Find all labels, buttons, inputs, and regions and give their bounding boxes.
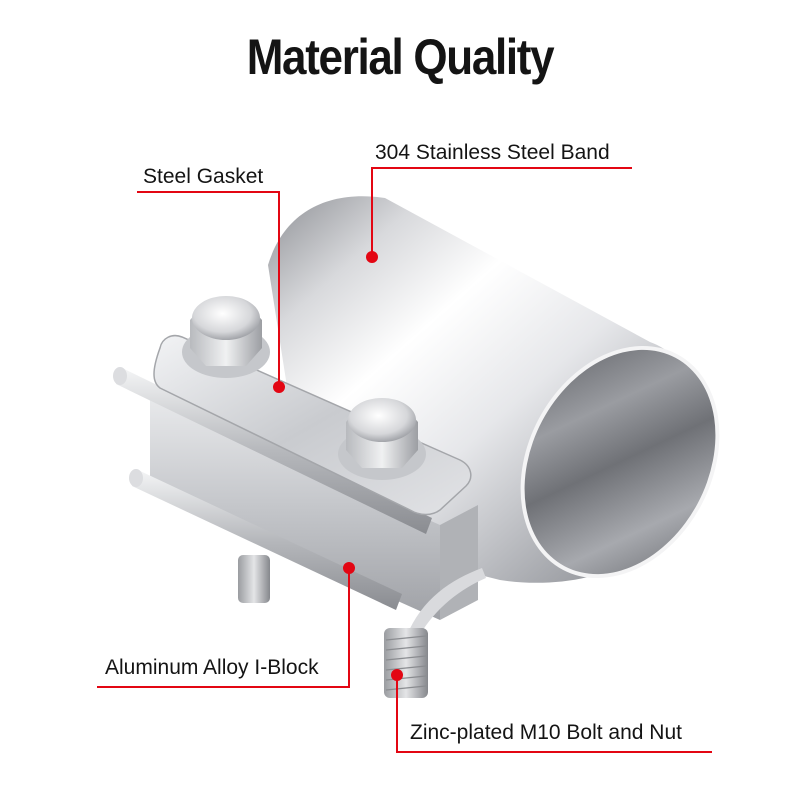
callout-label-gasket: Steel Gasket <box>143 165 264 188</box>
callout-line-bolt <box>396 675 712 753</box>
hex-bolt-2 <box>338 398 426 480</box>
hex-bolt-1 <box>182 296 270 378</box>
callout-dot-icon <box>343 562 355 574</box>
callout-line-iblock <box>97 568 350 688</box>
callout-label-band: 304 Stainless Steel Band <box>375 141 610 164</box>
callout-line-band <box>371 167 632 257</box>
threaded-bolt-end-1 <box>238 555 270 603</box>
callout-label-bolt: Zinc-plated M10 Bolt and Nut <box>410 721 682 744</box>
callout-dot-icon <box>273 381 285 393</box>
aluminum-i-block <box>113 367 486 646</box>
callout-dot-icon <box>391 669 403 681</box>
callout-dot-icon <box>366 251 378 263</box>
threaded-bolt-end-2 <box>384 628 428 698</box>
page-title: Material Quality <box>246 29 555 85</box>
callout-label-iblock: Aluminum Alloy I-Block <box>105 656 319 679</box>
callout-line-gasket <box>137 191 280 387</box>
